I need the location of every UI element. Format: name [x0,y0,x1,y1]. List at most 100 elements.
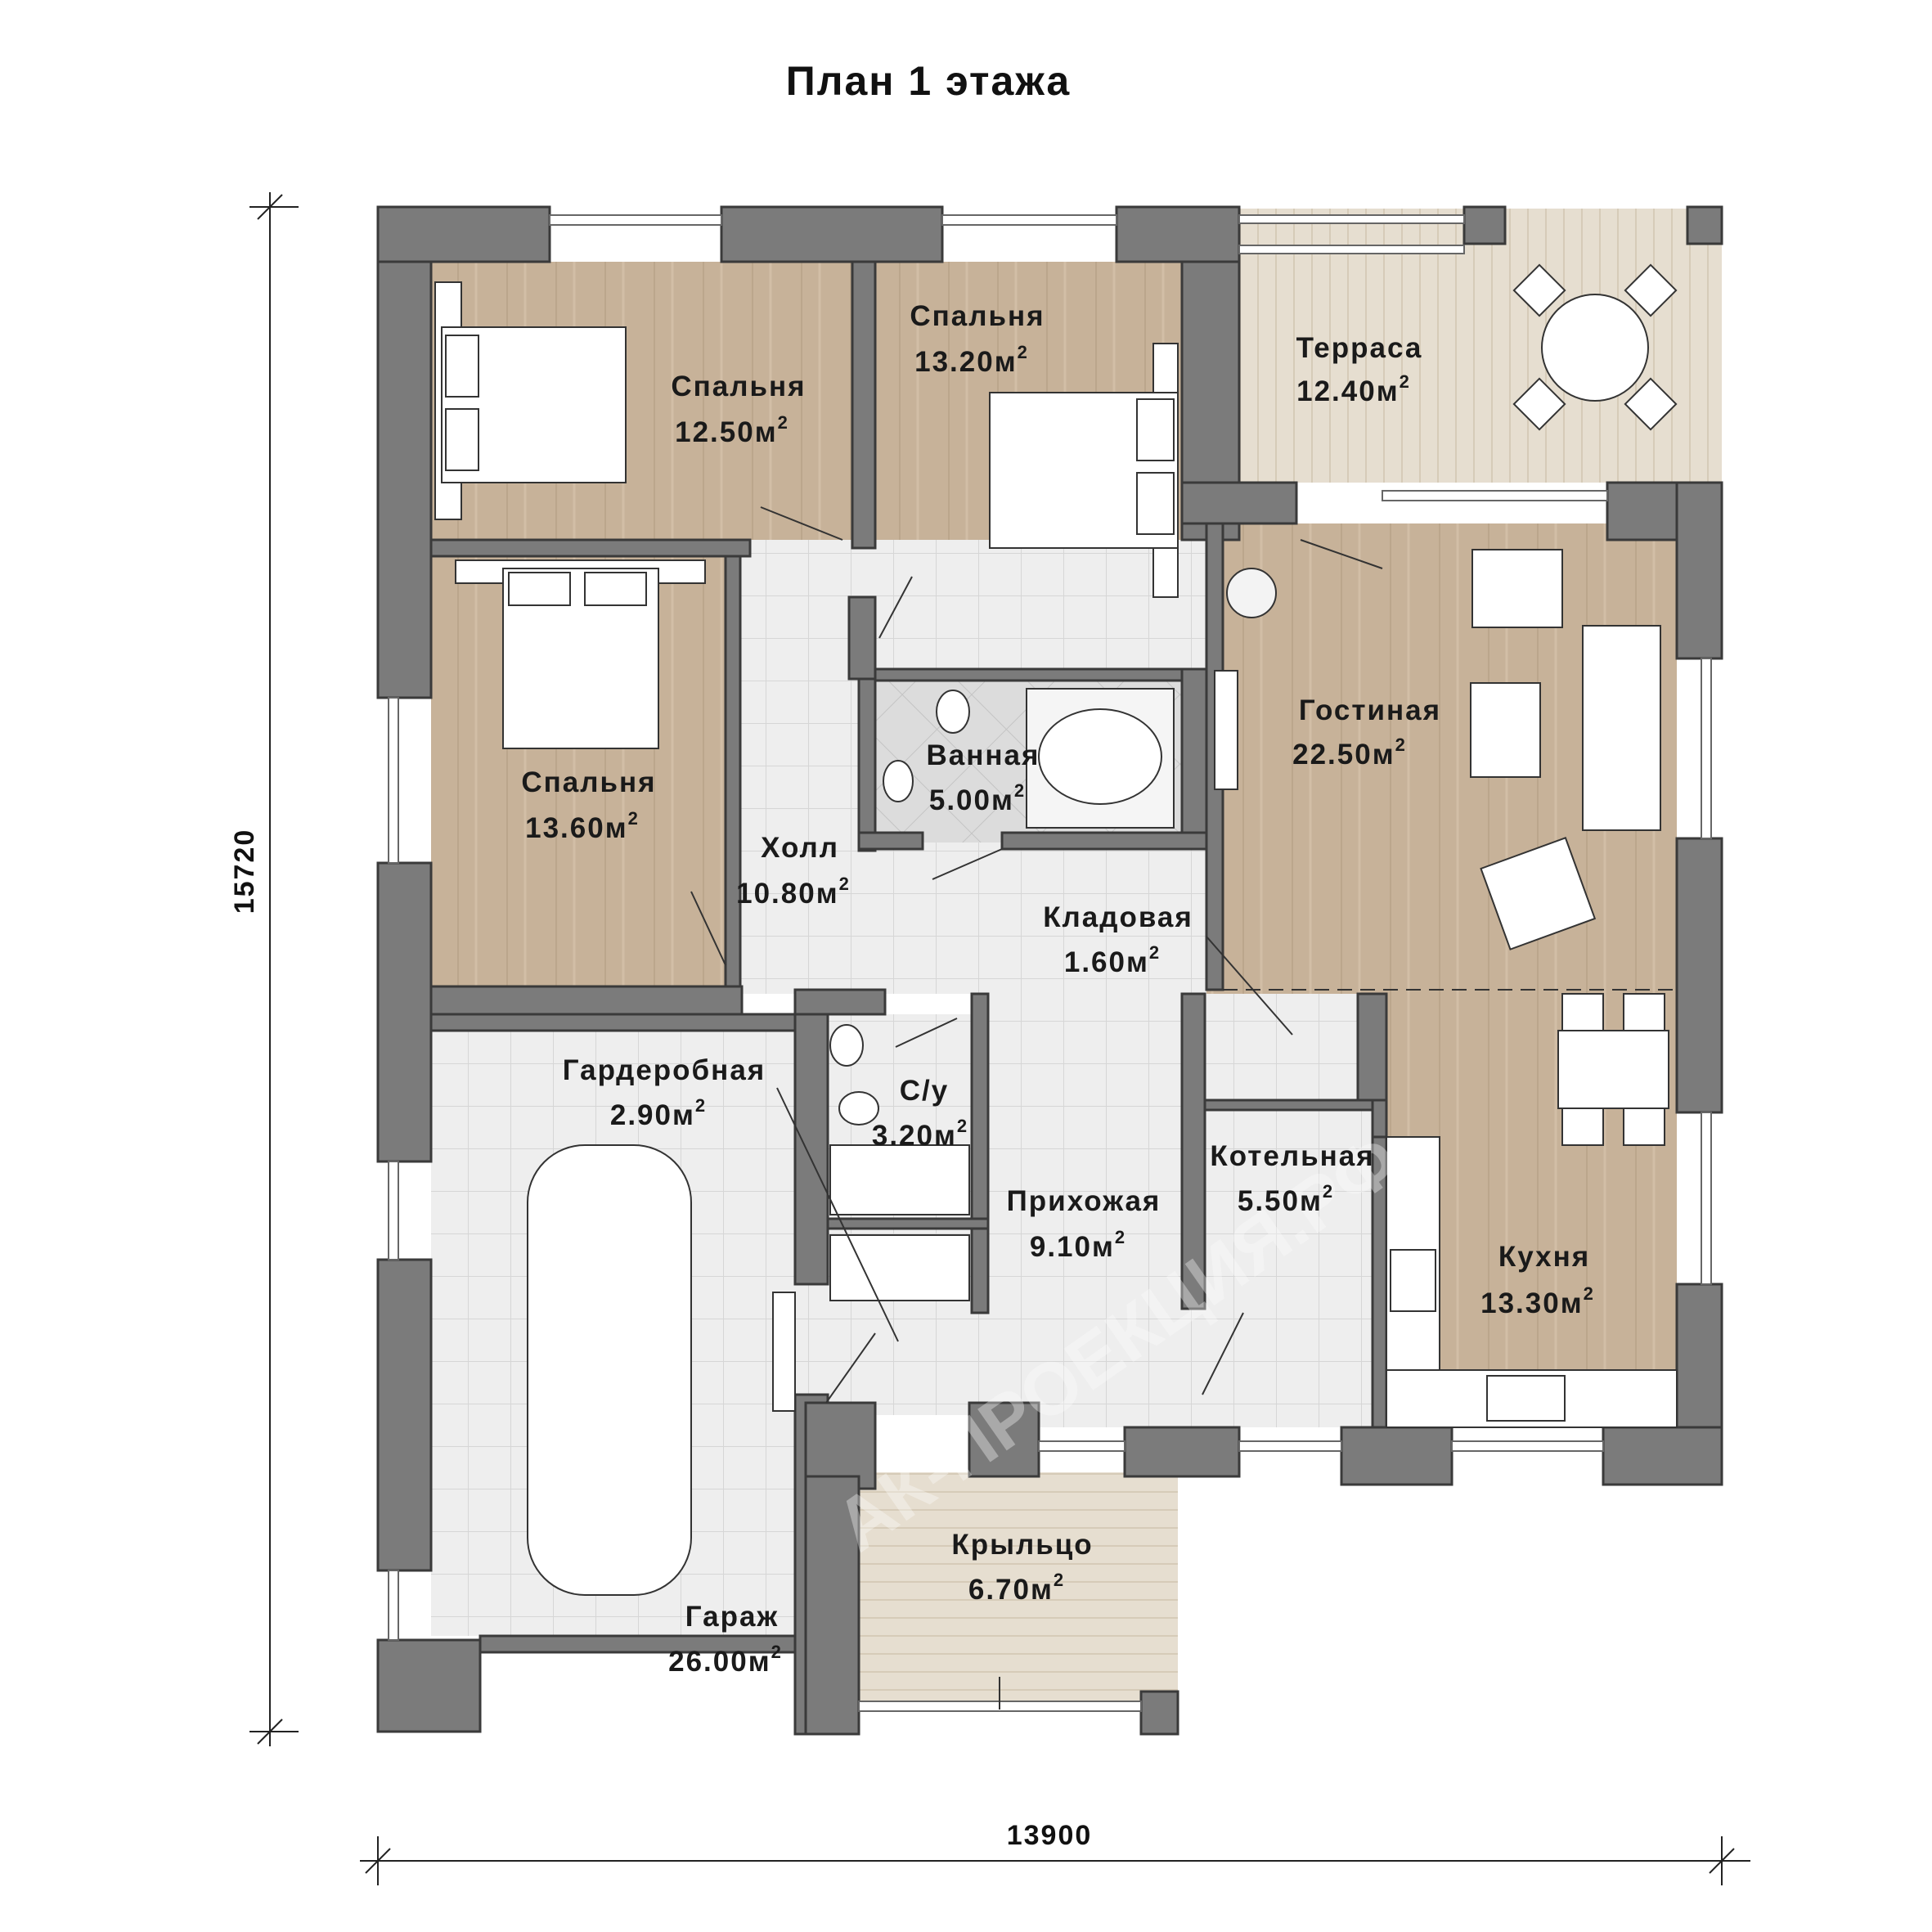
door-swing [776,1087,899,1342]
room-area-bedroom3: 13.60м2 [525,808,640,844]
wall-b3-right [724,555,742,991]
wall-right-2 [1675,837,1723,1114]
sofa-icon [1582,625,1661,831]
door-swing [1206,936,1293,1036]
wall-bath-bottom-1 [857,831,924,851]
room-area-bath: 5.00м2 [929,780,1026,816]
window-right-living [1701,658,1712,839]
window-bottom-boiler [1238,1440,1342,1452]
wall-living-top-left [1180,481,1298,525]
stove-icon [1390,1249,1436,1312]
toilet-icon [838,1091,879,1126]
room-name-bedroom1: Спальня [671,371,806,402]
plan-title: План 1 этажа [785,58,1072,104]
room-area-bedroom1: 12.50м2 [675,412,789,448]
wall-b1-right [851,260,877,550]
wall-right-1 [1675,481,1723,660]
room-area-kitchen: 13.30м2 [1480,1283,1595,1319]
wall-left-3 [376,1258,433,1572]
wall-b3-bottom [429,985,744,1016]
car-icon [527,1144,692,1596]
wall-bottom-3 [1123,1426,1241,1478]
chair-icon [1561,1108,1604,1146]
window-b1 [549,214,722,226]
wardrobe-rack-icon [829,1234,970,1301]
room-name-porch: Крыльцо [951,1529,1093,1561]
room-name-bath: Ванная [927,739,1040,771]
door-swings [690,506,1677,1710]
wall-storage-right [1356,992,1388,1102]
room-name-entry: Прихожая [1007,1185,1161,1217]
wall-garage-bottom [479,1634,797,1654]
room-name-wardrobe: Гардеробная [563,1054,766,1086]
bed-icon [434,281,627,520]
room-name-wc: С/у [900,1075,949,1107]
window-bottom-entry [1038,1440,1126,1452]
room-name-kitchen: Кухня [1498,1241,1590,1273]
room-name-bedroom2: Спальня [910,300,1045,332]
kitchen-table-icon [1557,1030,1669,1109]
sink-icon [829,1024,864,1067]
window-left-garage-1 [388,1161,399,1260]
wall-top-3 [1115,205,1241,263]
room-area-wc: 3.20м2 [872,1116,968,1152]
dimension-tick [365,1848,391,1874]
door-swing [1202,1312,1244,1395]
floor-porch [859,1472,1178,1705]
wall-wc-bottom [826,1217,990,1230]
wall-porch-post [1139,1690,1179,1736]
room-area-boiler: 5.50м2 [1238,1181,1334,1217]
chair-icon [1561,993,1604,1031]
bed-icon [455,559,706,749]
armchair-icon [1480,837,1597,950]
wall-b2-bottom [874,667,1200,682]
room-area-wardrobe: 2.90м2 [610,1095,707,1131]
wall-top-2 [720,205,944,263]
room-area-entry: 9.10м2 [1030,1227,1126,1263]
window-left-b3 [388,697,399,864]
door-swing [895,1018,958,1048]
wall-b2-left [847,595,877,681]
door-swing [932,848,1003,880]
window-terrace-rail-2 [1238,245,1465,254]
armchair-icon [1471,549,1563,628]
room-name-boiler: Котельная [1210,1140,1374,1172]
room-area-terrace: 12.40м2 [1296,371,1411,407]
chair-icon [1623,1108,1665,1146]
kitchen-sink-icon [1486,1375,1566,1422]
chair-icon [1623,993,1665,1031]
dimension-lines [249,192,1750,1885]
door-swing [760,506,843,541]
wall-bottom-4 [1340,1426,1453,1486]
room-area-storage: 1.60м2 [1064,942,1161,978]
wall-terrace-post-1 [1462,205,1507,245]
wall-bath-left [857,677,877,852]
dimension-width: 13900 [1007,1820,1093,1851]
sink-icon [883,760,914,802]
coffee-table-icon [1470,682,1541,778]
room-area-hall: 10.80м2 [736,874,851,910]
room-area-bedroom2: 13.20м2 [914,342,1029,378]
wall-left-1 [376,205,433,699]
bathtub-icon [1026,688,1175,829]
room-name-bedroom3: Спальня [521,766,656,798]
room-name-garage: Гараж [685,1601,780,1633]
dimension-height: 15720 [229,829,260,914]
shelf-icon [772,1292,796,1412]
wall-porch-left [804,1475,860,1736]
bathtub-icon [829,1144,970,1215]
wall-left-4 [376,1638,482,1733]
wall-garage-top-1 [429,1013,797,1032]
room-name-hall: Холл [761,832,839,864]
furniture [434,263,1678,1596]
door-swing [1300,539,1383,569]
dimension-tick [257,194,283,220]
toilet-icon [936,690,970,734]
window-bottom-kitchen [1451,1440,1604,1452]
window-right-kitchen [1701,1112,1712,1285]
room-name-terrace: Терраса [1296,332,1423,364]
door-swing [825,1332,876,1404]
wall-bath-right [1180,667,1208,851]
room-area-living: 22.50м2 [1292,735,1407,771]
